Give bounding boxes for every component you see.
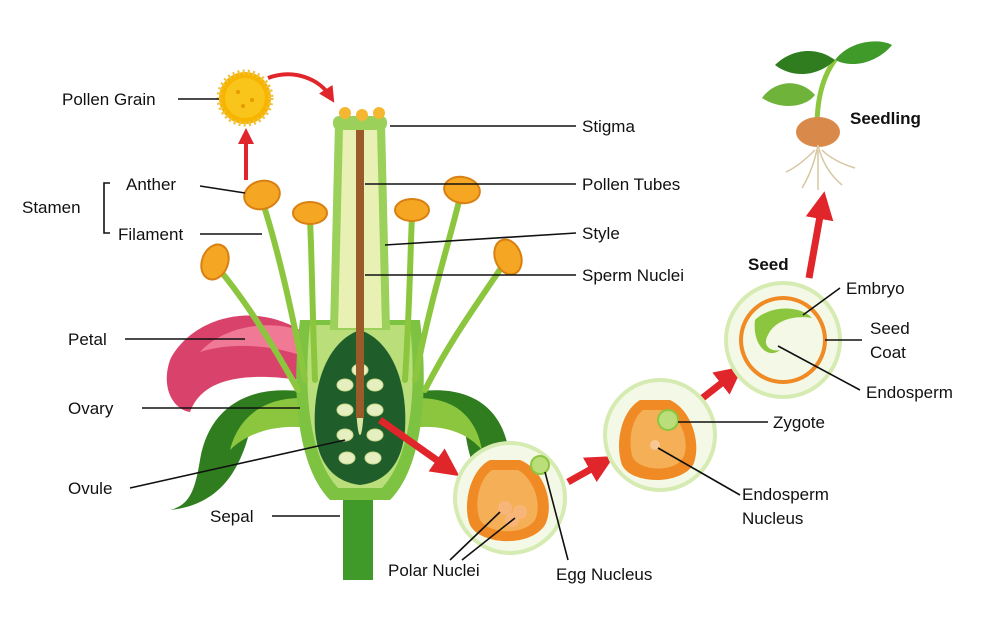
label-polar-nuclei: Polar Nuclei: [388, 561, 480, 580]
arrow-cell1-to-cell2: [566, 456, 615, 486]
pollen-grain-shape: [216, 69, 274, 127]
label-filament: Filament: [118, 225, 183, 244]
label-stamen: Stamen: [22, 198, 81, 217]
label-endosperm-nucleus-2: Nucleus: [742, 509, 803, 528]
pollen-tube: [356, 118, 364, 418]
seedling-illustration: [762, 41, 892, 190]
label-petal: Petal: [68, 330, 107, 349]
label-ovule: Ovule: [68, 479, 112, 498]
label-seed: Seed: [748, 255, 789, 274]
label-egg-nucleus: Egg Nucleus: [556, 565, 652, 584]
arrow-cell2-to-seed: [697, 366, 744, 403]
label-seed-coat-2: Coat: [870, 343, 906, 362]
label-stigma: Stigma: [582, 117, 635, 136]
label-sperm-nuclei: Sperm Nuclei: [582, 266, 684, 285]
label-pollen-grain: Pollen Grain: [62, 90, 156, 109]
arrow-pollen-to-stigma: [267, 72, 335, 103]
arrow-ovule-to-cell1: [377, 417, 460, 477]
label-ovary: Ovary: [68, 399, 114, 418]
text-labels: Pollen Grain Stamen Anther Filament Peta…: [22, 90, 953, 584]
label-seedling: Seedling: [850, 109, 921, 128]
label-sepal: Sepal: [210, 507, 253, 526]
stem: [343, 500, 373, 580]
label-zygote: Zygote: [773, 413, 825, 432]
leader-lines: [103, 98, 862, 561]
label-pollen-tubes: Pollen Tubes: [582, 175, 680, 194]
ovule-cell-1: [453, 441, 567, 555]
ovule-cell-2: [603, 378, 717, 492]
label-embryo: Embryo: [846, 279, 905, 298]
flower-illustration: [166, 69, 530, 580]
label-anther: Anther: [126, 175, 176, 194]
label-endosperm: Endosperm: [866, 383, 953, 402]
anthers: [200, 175, 523, 281]
label-endosperm-nucleus-1: Endosperm: [742, 485, 829, 504]
label-seed-coat-1: Seed: [870, 319, 910, 338]
label-style: Style: [582, 224, 620, 243]
arrow-seed-to-seedling: [805, 191, 834, 279]
